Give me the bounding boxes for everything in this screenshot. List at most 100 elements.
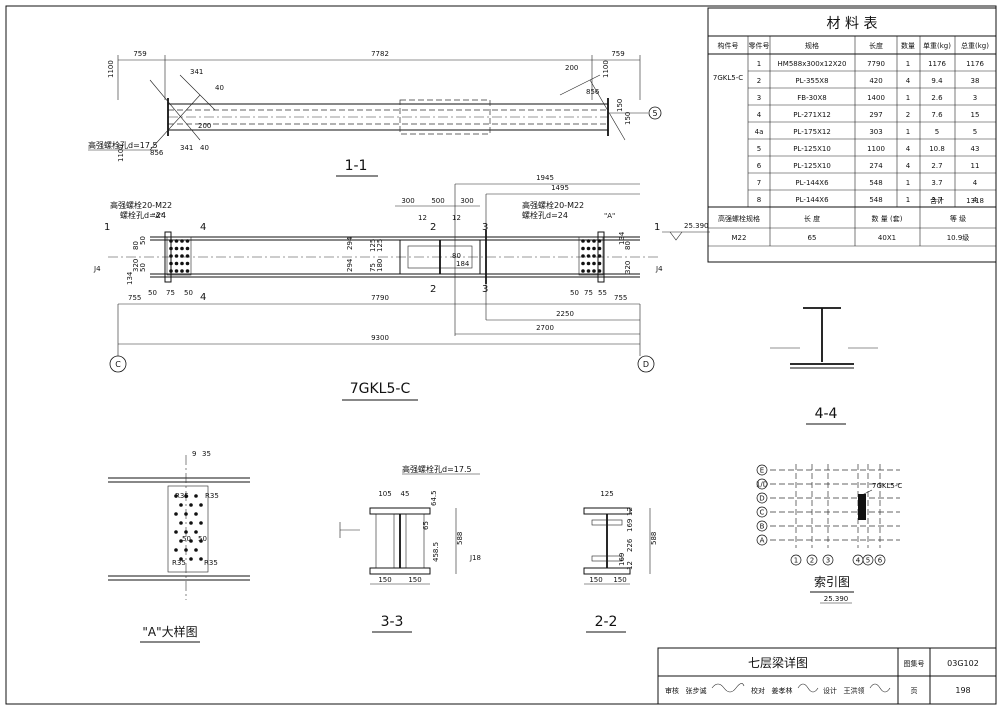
bolt [597,239,602,243]
mt-cell-3-5: 15 [971,111,980,119]
index-col-3: 4 [856,557,861,565]
detail-bolt [194,512,198,516]
cut-4-top: 4 [200,222,206,233]
sign-review-label: 审核 [665,686,679,695]
signature-1 [711,683,745,693]
bolt [174,246,179,251]
s33-dim-150b: 150 [408,576,421,584]
cut-2-bottom: 2 [430,284,436,295]
detail-bolt [189,503,193,507]
detail-bolt [184,494,188,498]
detail-bolt [174,548,178,552]
index-map-label: 7GKL5-C [872,482,902,490]
s22-dim-12a: 12 [626,507,634,516]
bolt [592,246,596,251]
section-1-1-title: 1-1 [345,158,368,174]
bolt [581,246,585,251]
s11-note-1100b: 1100 [117,144,125,162]
elev-dim-2700: 2700 [536,324,554,332]
bolt [169,239,173,243]
mt-cell-5-2: 1100 [867,145,885,153]
detail-bolt [174,530,178,534]
section-4-4: 4-4 [770,307,878,425]
cut-4-bottom: 4 [200,292,206,303]
s33-dim-64-5: 64.5 [430,490,438,506]
grid-bubble-d: D [637,355,655,373]
elev-left-dim-75: 75 [166,289,175,297]
mt-cell-2-3: 1 [906,94,910,102]
elev-left-dim-50c: 50 [148,289,157,297]
sign-design-label: 设计 [823,686,837,695]
elev-dim-12b: 12 [452,214,461,222]
bolt [174,261,179,266]
mt-total-value: 1318 [966,197,984,205]
section-3-3: 150 150 105 45 65 64.5 458.5 588 高强螺栓孔d=… [339,464,481,633]
elev-dim-300b: 300 [460,197,473,205]
detail-a-bolt-pattern [174,494,203,561]
bolt-val-2: 40X1 [878,234,896,242]
elev-left-dim-50a: 50 [139,236,147,245]
bolt [597,261,602,266]
elev-right-dim-55: 55 [598,289,607,297]
mt-cell-1-5: 38 [971,77,980,85]
mt-total-label: 合计 [930,196,944,205]
elev-dim-1495: 1495 [551,184,569,192]
bolt [586,246,591,251]
detail-a-r35b: R35 [205,492,219,500]
detail-bolt [179,503,183,507]
signature-2 [797,683,819,693]
mt-cell-6-1: PL-125X10 [793,162,831,170]
detail-bolt [189,521,193,525]
detail-a-title: "A"大样图 [142,624,197,639]
bolt [592,239,596,243]
mt-cell-4-4: 5 [935,128,939,136]
page-label: 页 [911,687,918,695]
detail-bolt [199,557,203,561]
elevation-mark: 25.390 [684,222,709,230]
s11-note-341b: 341 [180,144,193,152]
bolt [169,269,173,273]
mt-cell-6-3: 4 [906,162,911,170]
detail-bolt [194,530,198,534]
bolt-val-0: M22 [732,234,747,242]
bolt [586,269,591,273]
s11-note-341a: 341 [190,68,203,76]
mt-cell-5-1: PL-125X10 [793,145,831,153]
bolt [180,254,184,258]
detail-a-50a: 50 [182,535,191,543]
s33-tag-j18: J18 [469,554,481,562]
s11-note-40b: 40 [200,144,209,152]
elev-left-dim-50d: 50 [184,289,193,297]
bolt [581,254,585,258]
elev-left-dim-80: 80 [132,241,140,250]
index-col-1: 2 [810,557,814,565]
s11-bolt-hole-note: 高强螺栓孔d=17.5 [88,140,158,150]
elev-dim-500: 500 [431,197,444,205]
bolt [174,239,179,243]
elev-bolt-note-left: 高强螺栓20-M22 [110,200,172,210]
index-highlight-member [858,494,866,520]
mt-head-0: 构件号 [718,41,739,50]
bolt [597,254,602,258]
elev-hole-note-left: 螺栓孔d=24 [120,210,166,220]
index-col-4: 5 [866,557,870,565]
elev-mid-dim-180: 180 [376,259,384,272]
s11-note-150a: 150 [616,99,624,112]
tag-j4-left: J4 [93,265,101,273]
mt-cell-5-4: 10.8 [929,145,945,153]
grid-bubble-c: C [109,355,127,373]
atlas-number: 03G102 [947,659,979,668]
mt-cell-6-5: 11 [971,162,980,170]
signature-3 [869,683,891,693]
bolt [586,254,591,258]
mt-head-1: 零件号 [749,41,770,50]
bolt [581,261,585,266]
index-row-0: E [760,467,764,475]
section-3-3-title: 3-3 [381,614,404,630]
detail-bolt [199,503,203,507]
detail-a-r35c: R35 [172,559,186,567]
detail-bolt [179,521,183,525]
index-col-0: 1 [794,557,798,565]
detail-bolt [199,521,203,525]
bolt-head-0: 高强螺栓规格 [718,214,760,223]
